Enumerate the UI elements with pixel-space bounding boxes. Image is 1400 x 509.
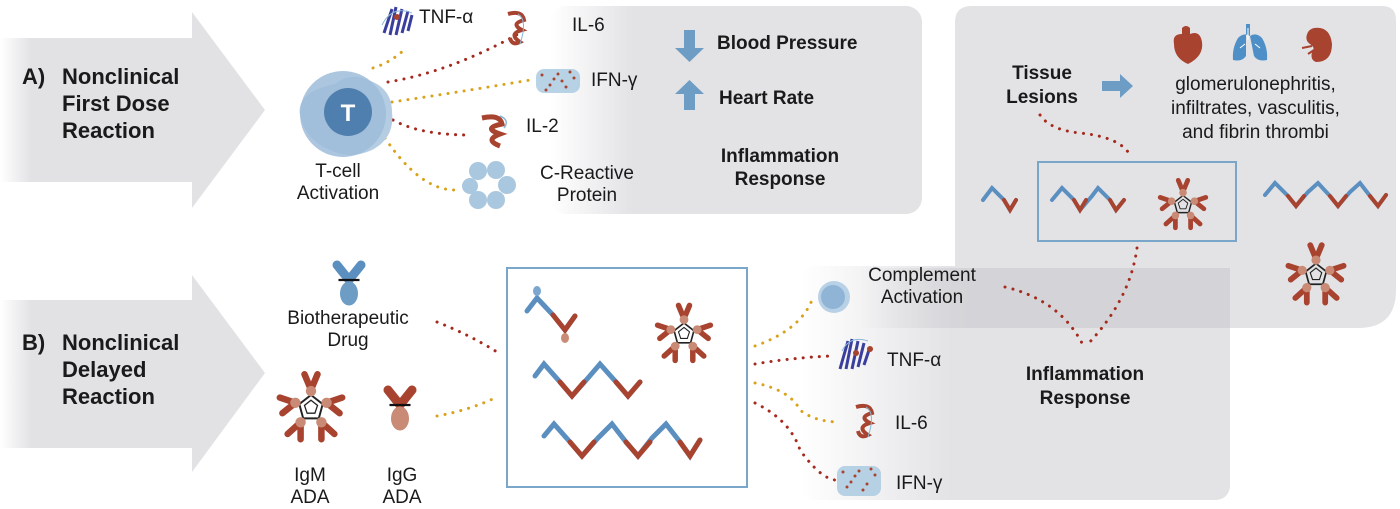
- section-a-response-line-1: Inflammation: [720, 146, 840, 167]
- mediator-a-crp-label: C-Reactive Protein: [522, 163, 652, 207]
- tissue-outcome-line-1: glomerulonephritis,: [1175, 74, 1336, 95]
- tissue-title-line-1: Tissue: [1012, 63, 1072, 84]
- connector-tcell-ifn: [390, 78, 532, 104]
- heart-rate-label: Heart Rate: [719, 88, 815, 109]
- section-b-response-line-1: Inflammation: [1025, 364, 1145, 385]
- ifn-gamma-protein-icon-b: [837, 466, 881, 496]
- il2-protein-icon: [481, 114, 508, 149]
- complement-activation-label: Complement Activation: [852, 265, 992, 309]
- section-b-title-line-2: Delayed: [62, 357, 147, 382]
- immune-complex-chain-2: [532, 360, 643, 400]
- complement-label-line-1: Complement: [868, 265, 976, 286]
- tissue-outcome-line-3: and fibrin thrombi: [1182, 122, 1329, 143]
- crp-label-line-2: Protein: [556, 185, 618, 206]
- mediator-a-il6-label: IL-6: [572, 15, 605, 36]
- connector-ada-complex: [435, 395, 499, 418]
- connector-tcell-il6: [386, 31, 522, 84]
- connector-tissue-lesions: [1038, 113, 1132, 157]
- igm-ada-label: IgM ADA: [275, 465, 345, 509]
- mediator-a-tnf-label: TNF-α: [419, 7, 474, 28]
- complement-label-line-2: Activation: [880, 287, 964, 308]
- igg-label-line-2: ADA: [382, 487, 422, 508]
- section-a-arrow: [0, 12, 265, 208]
- mediator-b-il6-label: IL-6: [895, 413, 928, 434]
- section-a-title-line-3: Reaction: [62, 118, 155, 143]
- immune-complex-chain-3: [541, 420, 703, 461]
- tissue-lesions-title: Tissue Lesions: [992, 62, 1092, 110]
- section-b-arrow: [0, 275, 265, 472]
- crp-label-line-1: C-Reactive: [540, 163, 634, 184]
- immune-complex-box: [506, 267, 748, 488]
- igm-label-line-2: ADA: [290, 487, 330, 508]
- complement-icon: [818, 281, 850, 313]
- t-cell-activation-label: T-cell Activation: [278, 161, 398, 205]
- immune-complex-igm-1: [658, 305, 711, 360]
- t-cell-label-line-2: Activation: [296, 183, 380, 204]
- biotherapeutic-drug-icon: [337, 265, 361, 306]
- heart-icon: [1173, 26, 1203, 64]
- drug-label-line-2: Drug: [327, 330, 369, 351]
- section-a-inflammation-response: Inflammation Response: [690, 145, 870, 191]
- tnf-alpha-protein-icon-b: [838, 338, 873, 370]
- section-a-title-line-2: First Dose: [62, 91, 170, 116]
- blood-pressure-down-arrow-icon: [675, 30, 704, 62]
- t-cell-label-line-1: T-cell: [315, 161, 361, 182]
- connector-tcell-il2: [391, 118, 472, 137]
- kidney-icon: [1301, 27, 1332, 62]
- lungs-icon: [1232, 24, 1268, 61]
- connector-tissue-box-response: [1085, 246, 1139, 347]
- section-b-response-line-2: Response: [1039, 388, 1131, 409]
- section-a-title-line-1: Nonclinical: [62, 64, 180, 89]
- section-b-prefix: B): [22, 330, 46, 355]
- igg-ada-icon: [388, 390, 412, 431]
- mediator-b-tnf-label: TNF-α: [887, 350, 942, 371]
- blood-pressure-label: Blood Pressure: [717, 33, 858, 54]
- section-b-title: B) Nonclinical Delayed Reaction: [22, 329, 179, 410]
- mediator-b-ifn-label: IFN-γ: [896, 473, 943, 494]
- biotherapeutic-drug-label: Biotherapeutic Drug: [268, 308, 428, 352]
- igm-label-line-1: IgM: [294, 465, 326, 486]
- section-a-inflammation-panel: [550, 6, 922, 214]
- section-b-title-line-1: Nonclinical: [62, 330, 180, 355]
- section-a-title: A) Nonclinical First Dose Reaction: [22, 63, 179, 144]
- connector-complex-tnf: [753, 354, 832, 366]
- mediator-a-ifn-label: IFN-γ: [591, 70, 638, 91]
- ifn-gamma-protein-icon: [536, 69, 580, 93]
- tissue-complex-chain-right: [1263, 180, 1388, 210]
- drug-label-line-1: Biotherapeutic: [287, 308, 409, 329]
- igg-ada-label: IgG ADA: [367, 465, 437, 509]
- tissue-lesion-panel: [955, 6, 1396, 328]
- tissue-outcomes: glomerulonephritis, infiltrates, vasculi…: [1143, 73, 1368, 145]
- connector-tcell-tnf: [371, 46, 408, 70]
- immune-complex-chain-1: [524, 286, 578, 343]
- section-a-prefix: A): [22, 64, 46, 89]
- heart-rate-up-arrow-icon: [675, 80, 704, 110]
- igm-ada-icon: [280, 374, 342, 439]
- tnf-alpha-protein-icon: [381, 6, 414, 36]
- section-b-inflammation-response: Inflammation Response: [990, 363, 1180, 411]
- connector-complement-response: [1003, 285, 1085, 347]
- tissue-title-line-2: Lesions: [1006, 87, 1078, 108]
- il6-protein-icon-b: [855, 403, 876, 439]
- tissue-complex-chain-boxed: [1050, 184, 1126, 214]
- il6-protein-icon: [507, 10, 528, 46]
- connector-drug-complex: [435, 320, 499, 354]
- t-cell-icon: T: [299, 71, 393, 157]
- connector-complex-complement: [753, 298, 814, 348]
- tissue-complex-box: [1037, 161, 1237, 242]
- mediator-a-il2-label: IL-2: [526, 116, 559, 137]
- igg-label-line-1: IgG: [386, 465, 418, 486]
- tissue-lesions-arrow-icon: [1102, 74, 1133, 98]
- t-cell-letter: T: [341, 100, 356, 127]
- tissue-outcome-line-2: infiltrates, vasculitis,: [1171, 98, 1340, 119]
- section-b-title-line-3: Reaction: [62, 384, 155, 409]
- tissue-complex-single: [981, 184, 1018, 214]
- c-reactive-protein-icon: [462, 161, 516, 209]
- panel-overlap-band: [860, 268, 1230, 328]
- section-a-response-line-2: Response: [734, 169, 826, 190]
